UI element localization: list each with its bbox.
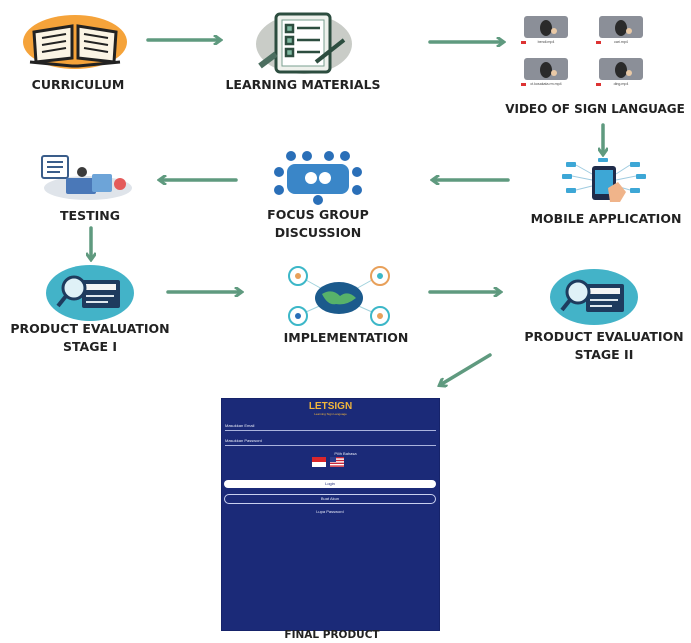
app-subtitle: Learning Sign Language <box>314 412 347 416</box>
magnifier-document-icon <box>550 269 638 325</box>
open-book-icon <box>23 15 127 69</box>
testing-label: TESTING <box>60 208 120 223</box>
checklist-clipboard-icon <box>256 12 352 74</box>
language-label: Pilih Bahasa <box>334 451 357 456</box>
language-picker: Pilih Bahasa <box>0 451 691 456</box>
forgot-password-link[interactable]: Lupa Password <box>316 509 344 514</box>
arrow-eval2-to-final <box>440 353 492 385</box>
video-label: VIDEO OF SIGN LANGUAGE <box>505 102 685 116</box>
final-product-label: FINAL PRODUCT <box>284 629 380 641</box>
app-login-screen: LETSIGN Learning Sign Language Masukkan … <box>222 399 439 630</box>
video-caption: ding.mp4 <box>613 82 629 86</box>
video-thumbnail-icon <box>540 20 557 36</box>
online-test-icon <box>41 155 132 200</box>
video-thumbnail[interactable]: ct.kosakata.rm.mp4 <box>521 58 568 86</box>
app-title: LETSIGN <box>308 401 353 412</box>
implementation-label: IMPLEMENTATION <box>283 330 409 345</box>
magnifier-document-icon <box>46 265 134 321</box>
video-caption: bendi.mp4 <box>537 40 555 44</box>
video-thumbnail[interactable]: cari.mp4 <box>596 16 643 44</box>
flag-icon <box>596 83 601 86</box>
video-thumbnail[interactable]: ding.mp4 <box>596 58 643 86</box>
video-thumbnail[interactable]: bendi.mp4 <box>521 16 568 44</box>
email-field[interactable]: Masukkan Email <box>225 423 255 428</box>
video-caption: ct.kosakata.rm.mp4 <box>530 82 562 86</box>
email-field-underline <box>225 430 436 431</box>
curriculum-label: CURRICULUM <box>31 77 125 92</box>
indonesia-flag-icon[interactable] <box>312 457 326 467</box>
group-meeting-icon <box>274 151 362 205</box>
eval-stage1-label-line1: PRODUCT EVALUATION <box>10 321 170 336</box>
password-field[interactable]: Masukkan Password <box>225 438 262 443</box>
focus-group-label-line1: FOCUS GROUP <box>267 207 369 222</box>
video-thumbnail-icon <box>615 20 632 36</box>
globe-network-icon <box>288 266 390 326</box>
mobile-application-label: MOBILE APPLICATION <box>530 211 682 226</box>
eval-stage1-label-line2: STAGE I <box>62 339 118 354</box>
video-caption: cari.mp4 <box>614 40 628 44</box>
password-field-underline <box>225 445 436 446</box>
learning-materials-label: LEARNING MATERIALS <box>225 77 381 92</box>
video-thumbnail-icon <box>615 62 632 78</box>
register-button[interactable]: Buat Akun <box>224 494 436 504</box>
eval-stage2-label-line1: PRODUCT EVALUATION <box>524 329 684 344</box>
eval-stage2-label-line2: STAGE II <box>574 347 634 362</box>
focus-group-label-line2: DISCUSSION <box>274 225 362 240</box>
flag-icon <box>521 83 526 86</box>
usa-flag-icon[interactable] <box>330 457 344 467</box>
flag-icon <box>521 41 526 44</box>
login-button[interactable]: Login <box>224 480 436 488</box>
flag-icon <box>596 41 601 44</box>
video-thumbnail-icon <box>540 62 557 78</box>
smartphone-network-icon <box>562 158 646 202</box>
